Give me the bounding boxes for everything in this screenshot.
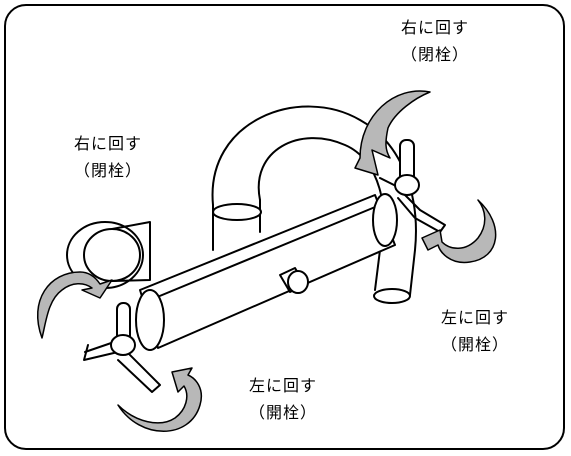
label-top-right-state: （閉栓） — [400, 45, 469, 64]
arrow-right-lower-icon — [421, 199, 497, 264]
label-top-right: 右に回す （閉栓） — [380, 14, 490, 68]
right-cross-handle[interactable] — [379, 139, 446, 233]
label-top-right-action: 右に回す — [400, 18, 469, 37]
label-left-state: （閉栓） — [73, 161, 142, 180]
arrow-left-upper-icon — [37, 271, 113, 339]
label-bottom-right-state: （開栓） — [440, 335, 509, 354]
label-bottom-right-action: 左に回す — [440, 308, 509, 327]
spout — [211, 105, 417, 304]
label-left-action: 右に回す — [73, 134, 142, 153]
label-bottom-center-state: （開栓） — [248, 403, 317, 422]
arrow-top-right-icon — [354, 90, 431, 176]
label-bottom-right: 左に回す （開栓） — [420, 304, 530, 358]
arrow-bottom-center-icon — [117, 367, 202, 432]
center-knob — [279, 267, 309, 294]
label-bottom-center: 左に回す （開栓） — [228, 372, 338, 426]
mixer-body — [135, 193, 398, 351]
label-bottom-center-action: 左に回す — [248, 376, 317, 395]
label-left: 右に回す （閉栓） — [53, 130, 163, 184]
left-cross-handle[interactable] — [83, 302, 161, 393]
